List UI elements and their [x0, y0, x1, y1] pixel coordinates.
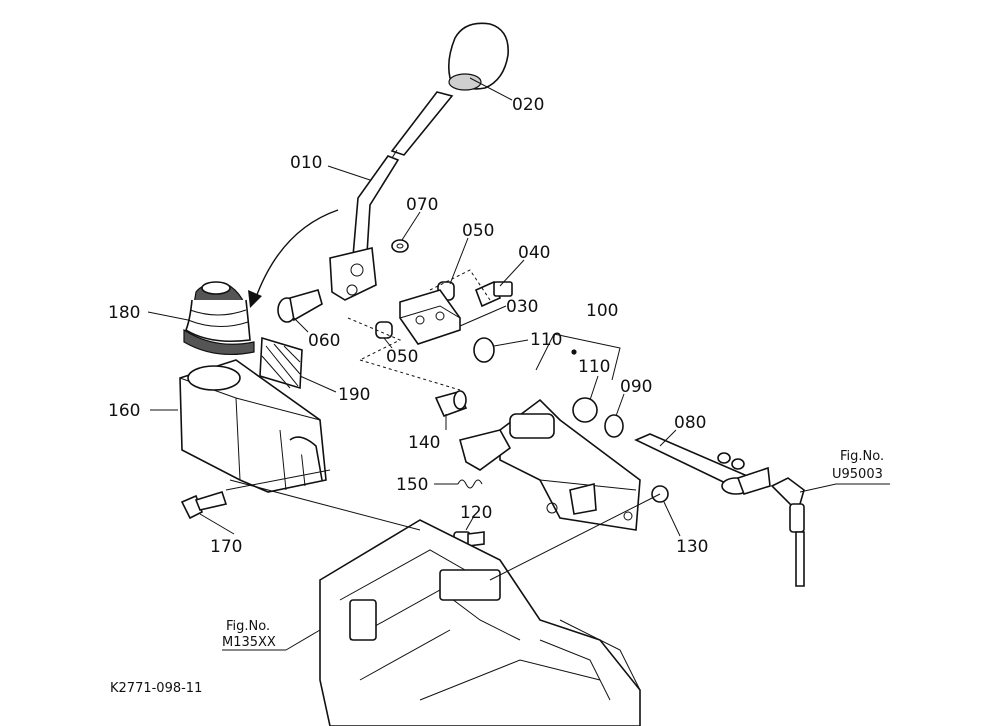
callout-050-upper: 050: [462, 221, 494, 241]
collar-140: [434, 390, 468, 418]
spring-150: [457, 479, 483, 489]
bolt-170: [180, 491, 228, 520]
motion-arrow: [254, 209, 339, 301]
lever-knob-020: [448, 22, 509, 91]
fig-ref-left-label: Fig.No.: [226, 619, 270, 634]
callout-190: 190: [338, 385, 370, 405]
callout-160: 160: [108, 401, 140, 421]
callout-050-lower: 050: [386, 347, 418, 367]
bushing-110-upper: [473, 337, 495, 363]
callout-120: 120: [460, 503, 492, 523]
leader-lines: [147, 77, 890, 651]
bushing-050-lower: [375, 321, 393, 339]
callout-180: 180: [108, 303, 140, 323]
callout-060: 060: [308, 331, 340, 351]
rubber-boot-180: [183, 281, 255, 356]
cable-end: [770, 477, 805, 587]
callout-090: 090: [620, 377, 652, 397]
fig-ref-right-label: Fig.No.: [840, 449, 884, 464]
fig-ref-left-number: M135XX: [222, 635, 276, 650]
pin-060: [277, 289, 323, 323]
fig-ref-right-number: U95003: [832, 467, 883, 482]
callout-030: 030: [506, 297, 538, 317]
callout-040: 040: [518, 243, 550, 263]
callout-170: 170: [210, 537, 242, 557]
console-seat-160: [179, 359, 327, 493]
bushing-110-lower: [572, 397, 598, 423]
lever-shaft-010: [329, 91, 454, 301]
block-030: [399, 289, 461, 345]
oring-090: [604, 414, 624, 438]
callout-110-upper: 110: [530, 330, 562, 350]
plate-190: [259, 336, 303, 390]
callout-020: 020: [512, 95, 544, 115]
drawing-code: K2771-098-11: [110, 681, 202, 696]
callout-070: 070: [406, 195, 438, 215]
callout-150: 150: [396, 475, 428, 495]
shaft-080: [634, 433, 771, 495]
callout-100: 100: [586, 301, 618, 321]
callout-080: 080: [674, 413, 706, 433]
shift-bracket: [459, 398, 641, 531]
arrow-head: [248, 290, 262, 308]
callout-010: 010: [290, 153, 322, 173]
console-frame: [319, 519, 641, 726]
callout-110-lower: 110: [578, 357, 610, 377]
nut-070: [391, 239, 409, 253]
callout-130: 130: [676, 537, 708, 557]
dot-100: [571, 349, 577, 355]
callout-140: 140: [408, 433, 440, 453]
